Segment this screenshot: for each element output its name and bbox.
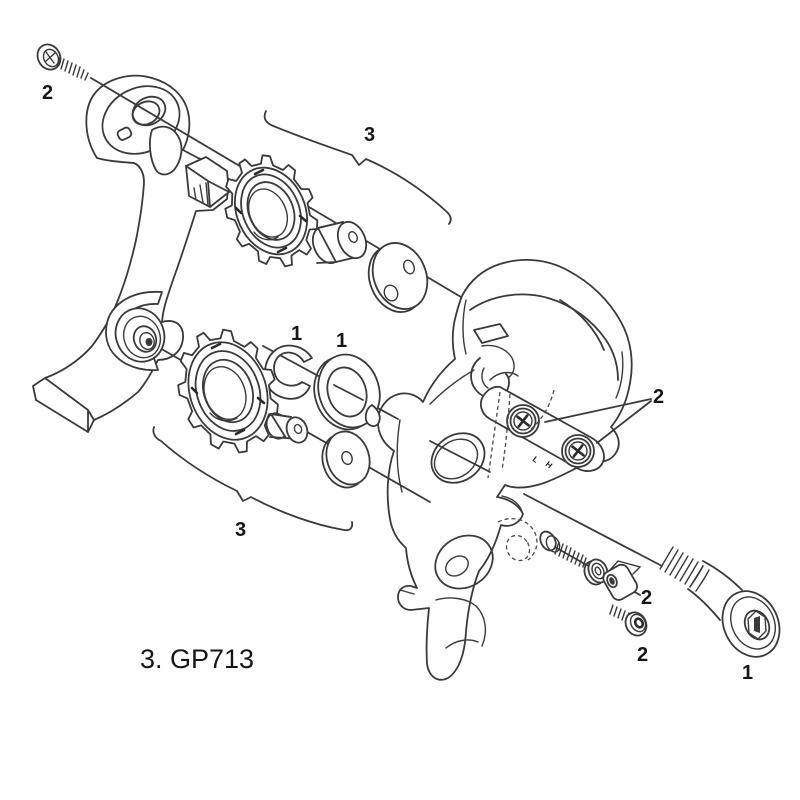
upper-pulley-rim-marks <box>234 168 308 254</box>
leader-limit-screw-2 <box>596 400 652 444</box>
cage-foot-edges <box>44 377 95 433</box>
circlip <box>264 344 313 400</box>
limit-mark-H: H <box>544 460 554 471</box>
mount-bolt-socket <box>743 609 771 641</box>
bearing-axis-through-hole <box>429 440 491 473</box>
left-tab-line <box>399 589 415 595</box>
lower-bushing <box>265 412 309 444</box>
seal-tab <box>364 404 381 427</box>
lower-pulley-assembly <box>114 307 371 489</box>
limit-mark-L: L <box>531 455 541 465</box>
mount-bolt-axis <box>523 493 663 567</box>
seal-bore-axis-line <box>333 384 364 401</box>
body-tail-curves <box>435 597 487 649</box>
hidden-cable-path-3 <box>529 389 555 431</box>
body-right-contour <box>615 351 624 399</box>
cage-pivot-boss <box>114 307 166 363</box>
callout-limit-screws: 2 <box>653 386 664 408</box>
knuckle-barrel-bore <box>445 555 469 577</box>
anchor-bolt-threads <box>554 541 587 568</box>
body-tab <box>473 323 509 344</box>
pulley-bolt-head-inner <box>42 48 60 68</box>
hanger-hole <box>430 432 486 484</box>
clamp-screw <box>609 604 648 637</box>
anchor-bolt-flange <box>545 535 561 553</box>
mount-bolt-flange <box>721 590 781 658</box>
callout-pulley-bolt: 2 <box>42 82 53 104</box>
upper-pulley-assembly <box>224 154 429 313</box>
lower-washer <box>321 430 371 489</box>
upper-pulley-ring-2 <box>240 173 302 249</box>
leader-limit-screw-1 <box>544 398 652 423</box>
knuckle-barrel <box>434 534 494 590</box>
cage-boss-hatch <box>193 182 209 206</box>
cage-head-hole-inner <box>131 100 161 126</box>
hidden-cable-path-1 <box>487 391 501 479</box>
mounting-bolt <box>659 546 781 658</box>
upper-washer <box>367 242 429 313</box>
hanger-hole-inner <box>433 438 479 480</box>
callout-circlip: 1 <box>291 323 302 345</box>
lower-pulley-ring-1 <box>187 341 269 441</box>
lower-pulley-ring-2 <box>194 350 262 432</box>
callout-anchor-bolt: 2 <box>641 587 652 609</box>
cage-head-small-hole <box>116 126 133 141</box>
lower-pulley-bore-arc <box>209 412 238 422</box>
cage-boss-edges <box>185 165 230 208</box>
body-horn-contour <box>462 299 467 355</box>
hidden-bore-arc <box>497 517 538 561</box>
body-silhouette <box>377 259 633 681</box>
anchor-nut <box>602 560 642 601</box>
upper-pulley-bore-inner <box>247 188 289 238</box>
body-crest-curve-2 <box>559 299 605 351</box>
seal-ring <box>313 353 381 431</box>
pulley-bolt-threads <box>56 56 89 81</box>
callout-mounting-bolt: 1 <box>742 662 753 684</box>
clamp-screw-head-inner <box>629 613 647 633</box>
mount-bolt-flange-rim <box>730 596 776 650</box>
mount-bolt-hex <box>747 610 767 640</box>
mount-bolt-threads <box>659 546 704 588</box>
anchor-boss-contour <box>501 495 523 513</box>
limit-screw-1 <box>509 407 537 435</box>
upper-pulley-bore-arc <box>253 231 279 241</box>
outer-cage-plate <box>32 74 230 433</box>
upper-bushing <box>311 220 368 265</box>
mount-bolt-shank <box>687 560 743 621</box>
cable-anchor-assembly <box>539 530 642 601</box>
pulley-bolt-slot <box>45 51 56 64</box>
spring-curl-inner <box>481 367 489 389</box>
mount-bolt-neck <box>689 565 710 592</box>
derailleur-body: L H <box>377 259 633 681</box>
callout-lower-assembly: 3 <box>235 519 246 541</box>
callout-clamp-screw: 2 <box>637 644 648 666</box>
cage-slot <box>149 125 183 176</box>
hidden-bore-ellipse <box>505 534 531 562</box>
lower-pulley-rim-marks <box>190 342 266 436</box>
limit-screw-2 <box>564 437 592 465</box>
cage-plate-silhouette <box>32 74 230 433</box>
callout-upper-assembly: 3 <box>364 124 375 146</box>
clamp-screw-threads <box>609 604 630 622</box>
mount-bolt-hex-shadow <box>754 616 760 633</box>
upper-brace <box>263 110 452 225</box>
anchor-bolt-head <box>539 530 557 552</box>
pulley-bolt <box>36 43 89 81</box>
lower-pulley-bore-inner <box>203 366 247 420</box>
hidden-cable-path-2 <box>501 393 511 471</box>
body-pocket-curves <box>481 344 519 381</box>
clamp-screw-socket <box>633 617 645 629</box>
annotation-layer: 2 3 1 1 3 2 2 2 1 <box>42 82 753 684</box>
figure-title: 3. GP713 <box>140 644 254 674</box>
lower-brace <box>152 426 354 532</box>
callout-seal: 1 <box>336 330 347 352</box>
upper-pulley-ring-1 <box>234 166 308 256</box>
